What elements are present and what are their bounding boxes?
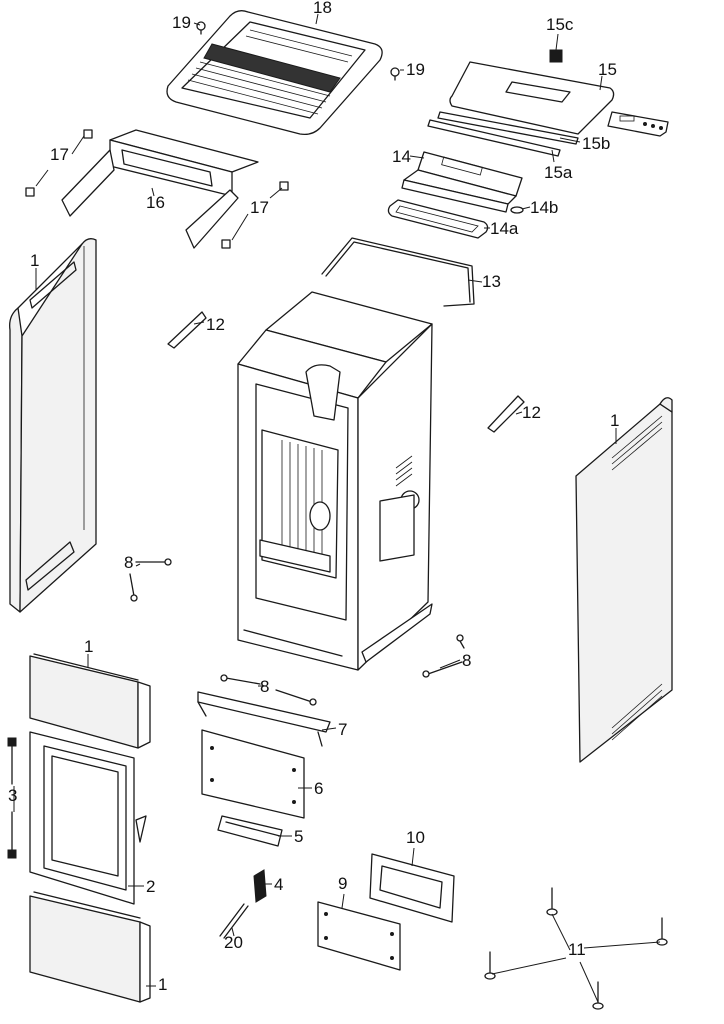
label-part-14: 14: [392, 147, 411, 166]
label-part-7: 7: [338, 720, 347, 739]
part-top-grille: [166, 10, 383, 136]
label-part-13: 13: [482, 272, 501, 291]
part-side-panel-right: [575, 397, 673, 763]
part-rail-12a: [167, 311, 207, 349]
part-top-cover: [449, 61, 615, 135]
part-gasket-10: [369, 853, 455, 923]
part-control-box: [401, 151, 523, 213]
part-bracket-7: [197, 691, 331, 747]
part-bracket-5: [217, 815, 283, 847]
label-part-15: 15: [598, 60, 617, 79]
part-screw-19b: [390, 67, 400, 81]
label-part-18: 18: [313, 0, 332, 17]
part-screw-19a: [196, 21, 206, 35]
part-sensor-4: [253, 869, 267, 903]
part-bolt-8b: [220, 674, 317, 706]
label-part-20: 20: [224, 933, 243, 952]
label-part-1-left-side: 1: [30, 251, 39, 270]
label-part-15a: 15a: [544, 163, 573, 182]
part-frame-13: [321, 237, 475, 307]
part-gasket-14a: [387, 199, 489, 239]
part-clip-15c: [549, 49, 563, 63]
label-part-12a: 12: [206, 315, 225, 334]
part-panel-upper-left: [29, 653, 151, 749]
label-part-8a: 8: [124, 553, 133, 572]
part-plate-6: [201, 729, 305, 819]
label-part-12b: 12: [522, 403, 541, 422]
label-part-15c: 15c: [546, 15, 574, 34]
part-side-panel-left: [9, 238, 97, 613]
label-part-2: 2: [146, 877, 155, 896]
leader-lines: [13, 13, 661, 1003]
label-part-5: 5: [294, 827, 303, 846]
part-washer-14b: [510, 206, 524, 214]
label-part-1-lower-panel: 1: [158, 975, 167, 994]
part-cover-9: [317, 901, 401, 971]
label-part-15b: 15b: [582, 134, 610, 153]
part-bolt-8a: [129, 558, 172, 602]
part-display-panel: [607, 111, 669, 137]
label-part-4: 4: [274, 875, 283, 894]
part-rail-15a: [427, 119, 561, 157]
part-feet-11: [484, 887, 668, 1010]
part-probe-20: [219, 903, 249, 939]
label-part-8b: 8: [260, 677, 269, 696]
part-rail-15b: [437, 111, 579, 145]
label-part-11: 11: [568, 940, 586, 959]
label-part-17a: 17: [50, 145, 69, 164]
label-part-17b: 17: [250, 198, 269, 217]
label-part-1-upper-panel: 1: [84, 637, 93, 656]
part-door-frame: [29, 731, 147, 905]
part-hinges: [7, 737, 17, 859]
label-part-3: 3: [8, 786, 17, 805]
label-part-6: 6: [314, 779, 323, 798]
label-part-19b: 19: [406, 60, 425, 79]
label-part-14a: 14a: [490, 219, 519, 238]
part-labels: 18 19 19 15c 15 15b 15a 14 14b 14a 17 16…: [8, 0, 619, 994]
part-stove-body: [237, 291, 433, 671]
part-bolt-8c: [422, 634, 465, 678]
part-rail-12b: [487, 395, 525, 433]
part-panel-lower-left: [29, 891, 151, 1003]
label-part-1-right-side: 1: [610, 411, 619, 430]
label-part-19a: 19: [172, 13, 191, 32]
label-part-10: 10: [406, 828, 425, 847]
part-bolt-17a: [25, 129, 93, 197]
part-bracket-16: [61, 129, 259, 249]
label-part-8c: 8: [462, 651, 471, 670]
label-part-9: 9: [338, 874, 347, 893]
label-part-16: 16: [146, 193, 165, 212]
label-part-14b: 14b: [530, 198, 558, 217]
